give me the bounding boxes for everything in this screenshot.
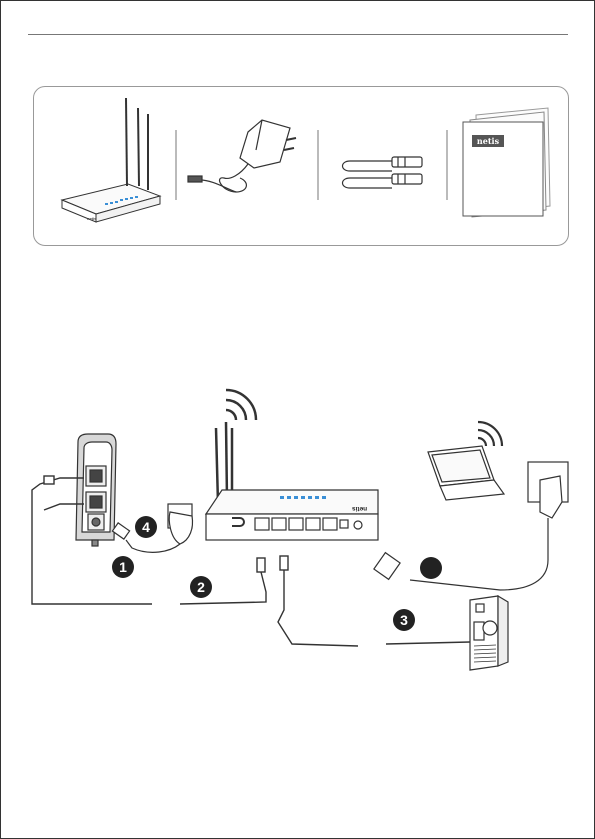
- laptop-icon: [428, 446, 504, 500]
- ethernet-cable-product-icon: [343, 157, 423, 188]
- step-5-badge: [420, 557, 442, 579]
- router-icon: [206, 422, 378, 540]
- step-3-badge: 3: [393, 609, 415, 631]
- quick-guide-brand-label: netis: [472, 135, 504, 147]
- router-product-brand-label: netis: [87, 216, 96, 221]
- power-adapter-product-icon: [188, 120, 296, 192]
- quick-guide-product-icon: [463, 108, 550, 217]
- desktop-pc-icon: [470, 596, 508, 670]
- modem-icon: [76, 434, 116, 546]
- step-2-badge: 2: [190, 576, 212, 598]
- router-wifi-waves-icon: [226, 390, 256, 420]
- router-brand-label: netis: [352, 505, 367, 512]
- step-4-badge: 4: [135, 516, 157, 538]
- router-product-icon: [62, 98, 160, 222]
- laptop-wifi-waves-icon: [478, 422, 502, 446]
- step-1-badge: 1: [112, 556, 134, 578]
